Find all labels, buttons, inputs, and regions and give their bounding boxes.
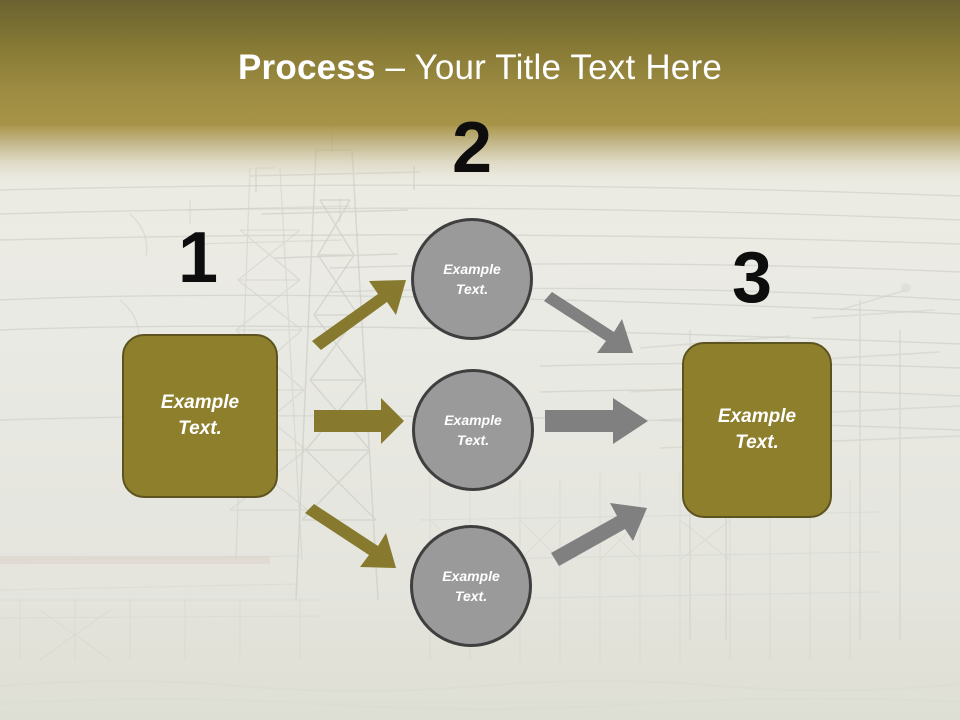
step-number-3: 3	[731, 238, 773, 318]
page-title-bold: Process	[238, 48, 376, 87]
gold-arrow-down-right-icon	[305, 504, 396, 568]
process-circle-2[interactable]: Example Text.	[412, 369, 534, 491]
process-circle-3-label: Example Text.	[442, 568, 500, 604]
step-number-1: 1	[177, 218, 219, 298]
header-band	[0, 0, 960, 126]
process-circle-1[interactable]: Example Text.	[411, 218, 533, 340]
process-circle-2-label: Example Text.	[444, 412, 502, 448]
start-box-label: Example Text.	[160, 392, 240, 439]
page-title: Process – Your Title Text Here	[0, 48, 960, 88]
gray-arrow-up-right-icon	[551, 503, 647, 566]
gold-arrow-up-right-icon	[312, 280, 406, 350]
end-box-label: Example Text.	[717, 406, 797, 453]
start-box[interactable]: Example Text.	[122, 334, 278, 498]
gray-arrow-right-icon	[545, 398, 648, 444]
gold-arrow-right-icon	[314, 398, 404, 444]
step-number-2: 2	[451, 108, 493, 188]
gray-arrow-down-right-icon	[544, 292, 633, 353]
header-fade-overlay	[0, 126, 960, 186]
process-circle-3[interactable]: Example Text.	[410, 525, 532, 647]
process-circle-1-label: Example Text.	[443, 261, 501, 297]
end-box[interactable]: Example Text.	[682, 342, 832, 518]
page-title-rest: – Your Title Text Here	[375, 48, 722, 87]
